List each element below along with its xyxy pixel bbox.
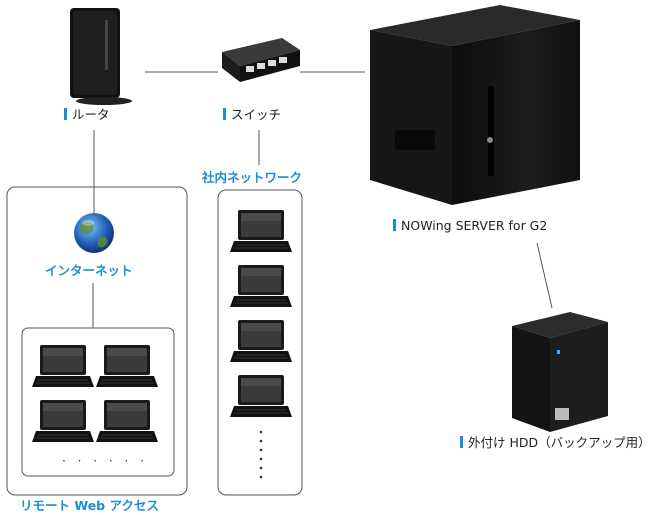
server-label: NOWing SERVER for G2 [401,218,547,233]
remote-access-frame [6,186,188,496]
external-hdd-icon [512,312,608,432]
switch-label: スイッチ [231,107,281,122]
router-label-marker [64,108,67,120]
lan-laptop-4-icon [229,374,293,418]
switch-icon [222,38,300,82]
remote-ellipsis: · · · · · · [62,454,148,468]
remote-laptops-frame [21,327,175,477]
lan-ellipsis [259,430,263,479]
server-label-marker [393,219,396,231]
lan-laptop-3-icon [229,319,293,363]
router-label: ルータ [72,107,110,122]
hdd-label-marker [460,436,463,448]
router-icon [70,8,132,105]
remote-laptop-4-icon [95,399,159,443]
lan-laptop-2-icon [229,264,293,308]
switch-label-marker [223,108,226,120]
remote-laptop-2-icon [95,344,159,388]
globe-icon [74,213,114,253]
remote-laptop-1-icon [31,344,95,388]
server-hdd-link [536,242,553,309]
remote-access-label: リモート Web アクセス [20,498,159,513]
hdd-label: 外付け HDD（バックアップ用） [468,435,651,450]
lan-label: 社内ネットワーク [201,170,302,185]
server-icon [370,5,580,205]
lan-frame [217,189,303,496]
lan-laptop-1-icon [229,209,293,253]
internet-label: インターネット [45,263,133,278]
remote-laptop-3-icon [31,399,95,443]
